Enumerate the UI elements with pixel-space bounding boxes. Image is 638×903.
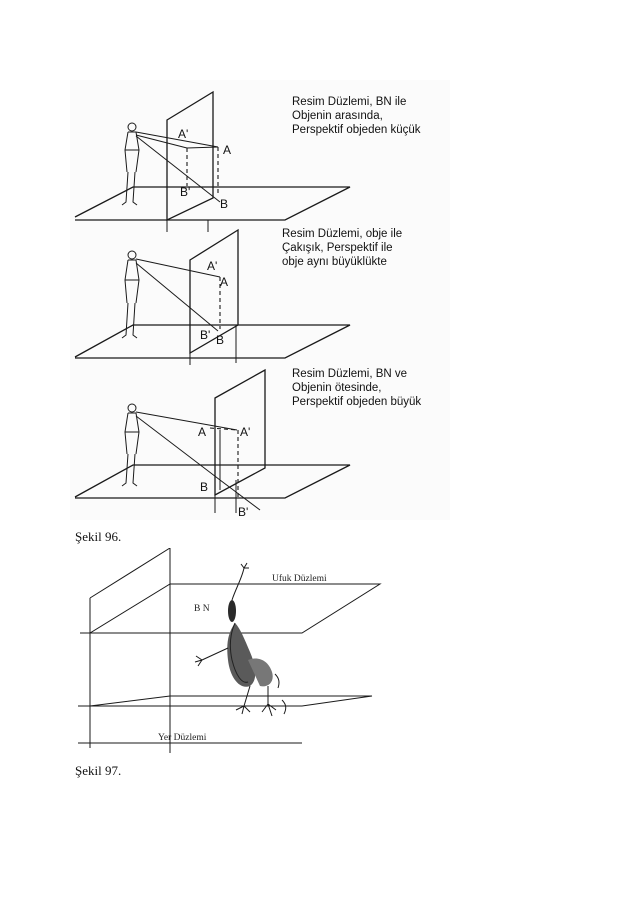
panel-3-note: Resim Düzlemi, BN ve Objenin ötesinde, P… bbox=[292, 368, 421, 408]
figure-96-drawing: A' A B' B Resim Düzlemi, BN ile Objenin … bbox=[70, 80, 450, 520]
ground-plane bbox=[74, 324, 351, 359]
picture-plane bbox=[214, 368, 266, 497]
label-b-prime: B' bbox=[200, 328, 210, 342]
label-a-prime: A' bbox=[178, 127, 188, 141]
panel-2-note: Resim Düzlemi, obje ile Çakışık, Perspek… bbox=[282, 228, 405, 268]
label-a: A bbox=[223, 143, 231, 157]
panel-1: A' A B' B Resim Düzlemi, BN ile Objenin … bbox=[74, 90, 421, 232]
ground-plane bbox=[74, 186, 351, 221]
label-horizon-plane: Ufuk Düzlemi bbox=[272, 573, 327, 584]
label-b-prime: B' bbox=[180, 185, 190, 199]
label-a-prime: A' bbox=[240, 425, 250, 439]
picture-plane bbox=[189, 228, 239, 355]
label-b: B bbox=[216, 333, 224, 347]
vertical-plane bbox=[89, 548, 171, 753]
label-bn: B N bbox=[194, 604, 210, 614]
bn-character bbox=[194, 562, 287, 717]
label-a: A bbox=[198, 425, 206, 439]
label-b: B bbox=[220, 197, 228, 211]
label-a: A bbox=[220, 275, 228, 289]
picture-plane bbox=[166, 90, 214, 222]
figure-97-drawing: Ufuk Düzlemi B N Yer Düzlemi bbox=[78, 548, 382, 753]
panel-1-note: Resim Düzlemi, BN ile Objenin arasında, … bbox=[292, 96, 421, 136]
label-b-prime: B' bbox=[238, 505, 248, 519]
panel-2: A' A B' B Resim Düzlemi, obje ile Çakışı… bbox=[74, 228, 405, 365]
figure-96-caption: Şekil 96. bbox=[75, 529, 122, 544]
ground-plane bbox=[78, 695, 373, 707]
observer-figure bbox=[121, 122, 140, 206]
label-a-prime: A' bbox=[207, 259, 217, 273]
figure-96: A' A B' B Resim Düzlemi, BN ile Objenin … bbox=[70, 80, 450, 520]
label-ground-plane: Yer Düzlemi bbox=[158, 733, 207, 743]
observer-figure bbox=[121, 250, 140, 339]
observer-figure bbox=[121, 403, 140, 487]
figure-97-caption: Şekil 97. bbox=[75, 763, 122, 778]
horizon-plane bbox=[80, 583, 382, 634]
figure-97: Ufuk Düzlemi B N Yer Düzlemi bbox=[72, 548, 392, 760]
panel-3: A A' B B' Resim Düzlemi, BN ve Objenin ö… bbox=[74, 368, 421, 519]
label-b: B bbox=[200, 480, 208, 494]
